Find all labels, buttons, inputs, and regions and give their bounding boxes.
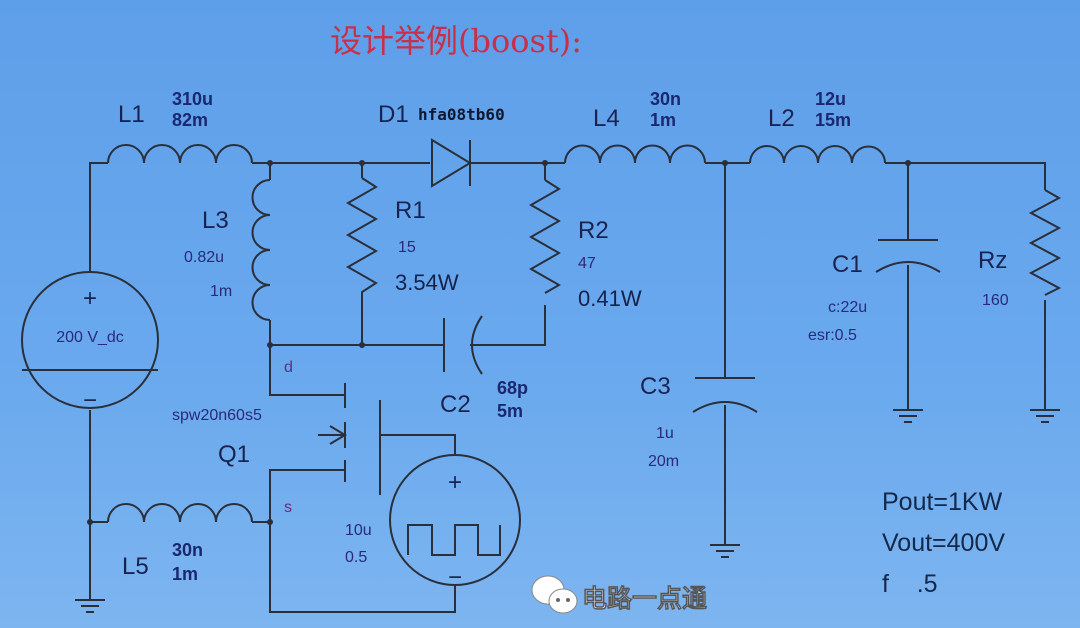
frequency-spec-partial: f .5 [882,570,938,598]
c3-esr: 20m [648,453,679,470]
r2-value: 47 [578,255,596,272]
c2-esr: 5m [497,401,523,421]
dc-source-label: 200 V_dc [56,329,124,346]
diode-d1 [431,138,472,188]
d1-part: hfa08tb60 [418,105,505,124]
watermark-text: 电路一点通 [582,584,707,613]
square-wave-icon [407,524,501,556]
pulse-esr: 0.5 [345,549,367,566]
l2-esr: 15m [815,110,851,130]
watermark: 电路一点通 [531,575,707,614]
c3-label: C3 [640,373,671,400]
minus-sign: − [83,387,97,414]
wechat-icon [531,575,578,614]
l3-value: 0.82u [184,249,224,266]
r2-label: R2 [578,217,609,244]
r1-value: 15 [398,239,416,256]
l1-esr: 82m [172,110,208,130]
c1-label: C1 [832,251,863,278]
capacitor-c3 [692,377,758,413]
l1-value: 310u [172,89,213,109]
capacitor-c2 [443,315,483,375]
l5-label: L5 [122,553,149,580]
rz-label: Rz [978,247,1007,274]
q1-part: spw20n60s5 [172,407,262,424]
c1-value: c:22u [828,299,867,316]
junction-nodes [87,160,911,525]
l5-value: 30n [172,540,203,560]
c1-esr: esr:0.5 [808,327,857,344]
title: 设计举例(boost): [330,22,582,60]
inductor-l3 [251,179,271,321]
r1-label: R1 [395,197,426,224]
source-pin-label: s [284,499,292,516]
resistor-rz [1028,189,1062,296]
q1-label: Q1 [218,441,250,468]
drain-pin-label: d [284,359,293,376]
r2-power: 0.41W [578,286,642,311]
l4-esr: 1m [650,110,676,130]
l5-esr: 1m [172,564,198,584]
l3-label: L3 [202,207,229,234]
l4-label: L4 [593,105,620,132]
l3-esr: 1m [210,283,232,300]
pulse-value: 10u [345,522,372,539]
vout-spec: Vout=400V [882,529,1005,557]
rz-value: 160 [982,292,1009,309]
pout-spec: Pout=1KW [882,488,1003,516]
plus-sign: + [83,285,97,312]
c2-value: 68p [497,378,528,398]
capacitor-c1 [875,239,941,273]
inductor-l1 [107,144,253,164]
c3-value: 1u [656,425,674,442]
resistor-r2 [528,179,562,294]
plus-sign: + [448,469,462,496]
inductor-l4 [564,144,706,164]
l1-label: L1 [118,101,145,128]
resistor-r1 [345,177,379,310]
ground-symbols [75,409,1060,613]
d1-label: D1 [378,101,409,128]
inductor-l5 [107,503,253,523]
minus-sign: − [448,564,462,591]
c2-label: C2 [440,391,471,418]
l2-value: 12u [815,89,846,109]
r1-power: 3.54W [395,270,459,295]
dc-voltage-source: + 200 V_dc − [21,271,159,414]
inductor-l2 [749,145,886,164]
l4-value: 30n [650,89,681,109]
mosfet-q1 [318,383,381,495]
l2-label: L2 [768,105,795,132]
pulse-voltage-source: + − [389,454,521,591]
